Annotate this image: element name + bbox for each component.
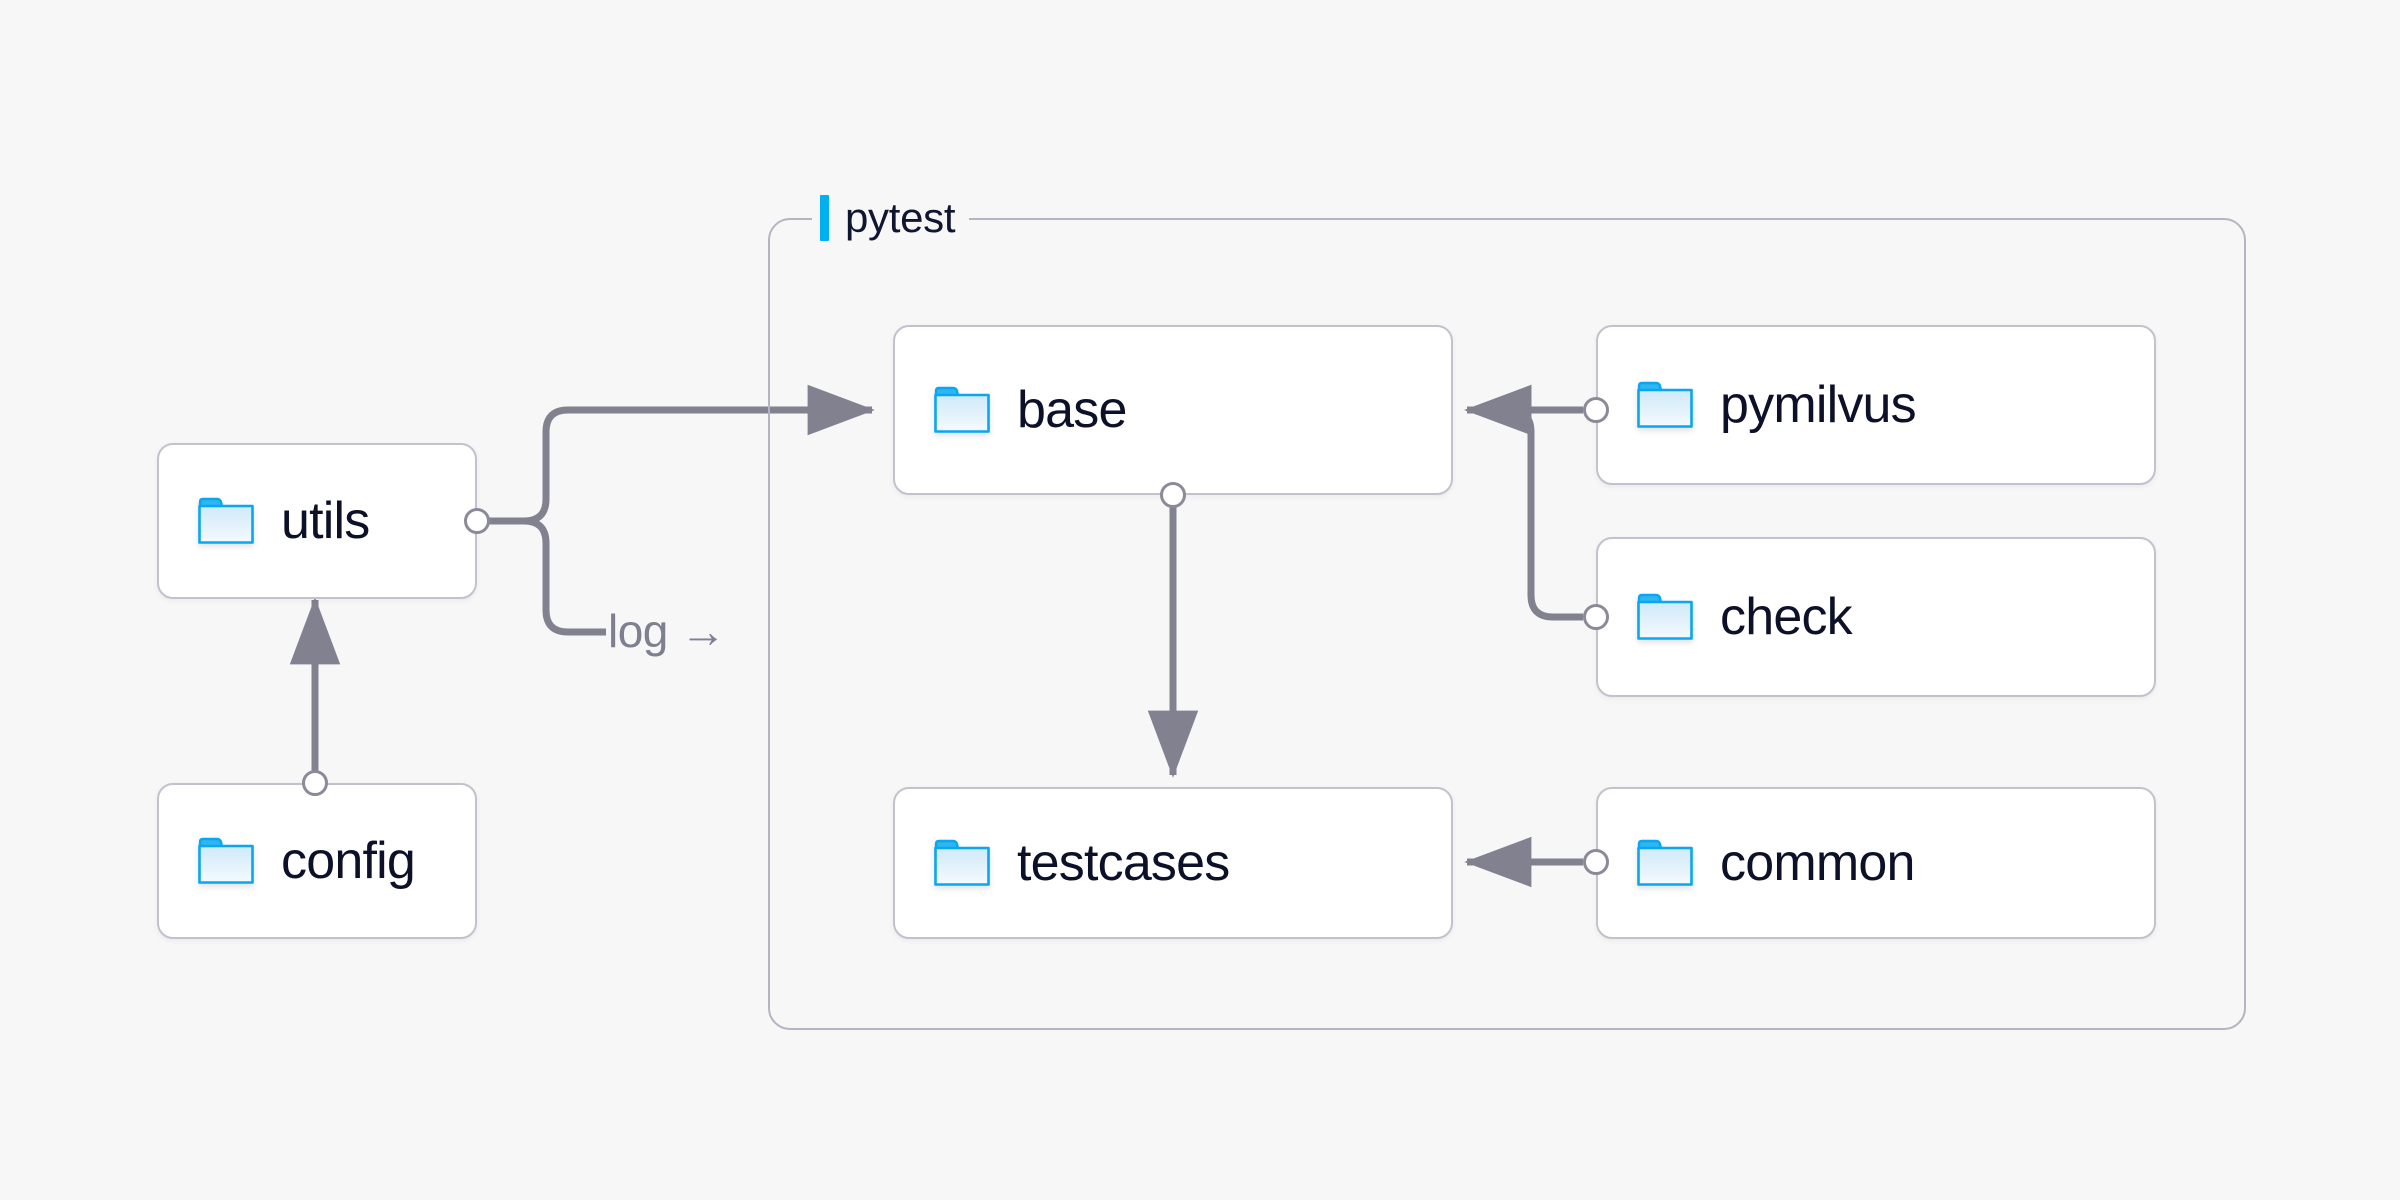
node-check[interactable]: check — [1596, 537, 2156, 697]
folder-icon — [934, 386, 990, 433]
node-pymilvus[interactable]: pymilvus — [1596, 325, 2156, 485]
node-config-content: config — [159, 832, 416, 890]
node-config-label: config — [281, 832, 416, 890]
group-pytest[interactable] — [768, 218, 2246, 1030]
node-base-content: base — [895, 384, 1127, 436]
node-common-label: common — [1720, 834, 1915, 892]
node-common-content: common — [1598, 837, 1915, 889]
node-base[interactable]: base — [893, 325, 1453, 495]
group-pytest-label: pytest — [812, 192, 970, 244]
node-pymilvus-content: pymilvus — [1598, 376, 1917, 434]
port-base-bottom[interactable] — [1160, 482, 1186, 508]
node-base-label: base — [1017, 381, 1127, 439]
node-testcases[interactable]: testcases — [893, 787, 1453, 939]
port-config-top[interactable] — [302, 770, 328, 796]
node-config[interactable]: config — [157, 783, 477, 939]
folder-icon — [1637, 839, 1693, 886]
edge-label-log: log → — [608, 605, 726, 657]
folder-icon — [1637, 381, 1693, 428]
folder-icon — [198, 837, 254, 884]
node-check-content: check — [1598, 588, 1853, 646]
node-utils[interactable]: utils — [157, 443, 477, 599]
port-common-left[interactable] — [1583, 849, 1609, 875]
edge-utils-log — [487, 517, 606, 636]
node-utils-label: utils — [281, 492, 370, 550]
port-utils-right[interactable] — [464, 508, 490, 534]
node-pymilvus-label: pymilvus — [1720, 376, 1917, 434]
node-testcases-content: testcases — [895, 834, 1230, 892]
folder-icon — [934, 839, 990, 886]
accent-bar-icon — [820, 195, 829, 241]
folder-icon — [198, 497, 254, 544]
node-utils-content: utils — [159, 492, 370, 550]
port-check-left[interactable] — [1583, 604, 1609, 630]
node-common[interactable]: common — [1596, 787, 2156, 939]
node-testcases-label: testcases — [1017, 834, 1230, 892]
folder-icon — [1637, 593, 1693, 640]
node-check-label: check — [1720, 588, 1853, 646]
group-title: pytest — [845, 194, 956, 241]
port-pymilvus-left[interactable] — [1583, 397, 1609, 423]
